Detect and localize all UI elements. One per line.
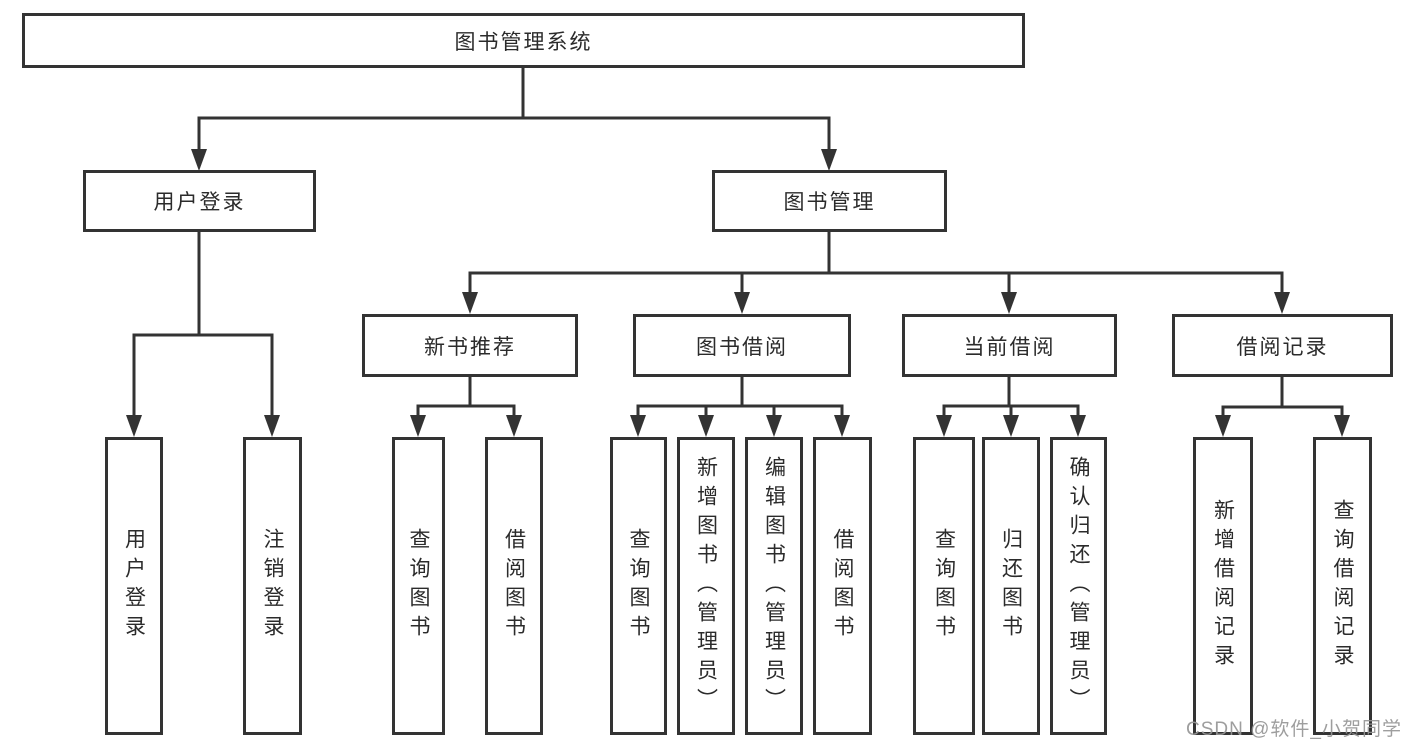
arrow-down-icon [1334,415,1350,437]
node-label: 图书管理系统 [454,30,593,54]
arrow-down-icon [462,292,478,314]
leaf-query-borrow-record: 查询借阅记录 [1313,437,1372,735]
leaf-confirm-return-admin: 确认归还（管理员） [1050,437,1107,735]
node-user-login: 用户登录 [83,170,316,232]
arrow-down-icon [821,149,837,171]
node-label: 查询借阅记录 [1331,499,1355,673]
arrow-down-icon [630,415,646,437]
arrow-down-icon [264,415,280,437]
node-library-management-system: 图书管理系统 [22,13,1025,68]
connector-current-borrowing-children [942,377,1080,419]
arrow-down-icon [1215,415,1231,437]
leaf-borrow-books: 借阅图书 [813,437,872,735]
node-label: 编辑图书（管理员） [762,455,786,717]
connector-user-login-children [132,232,274,419]
node-book-management: 图书管理 [712,170,947,232]
node-label: 新增图书（管理员） [694,455,718,717]
node-current-borrowing: 当前借阅 [902,314,1117,377]
node-new-book-recommend: 新书推荐 [362,314,578,377]
leaf-query-books-borrowing: 查询图书 [610,437,667,735]
leaf-return-books: 归还图书 [982,437,1040,735]
node-label: 查询图书 [627,528,651,644]
connector-new-book-recommend-children [416,377,516,419]
node-label: 借阅图书 [831,528,855,644]
arrow-down-icon [410,415,426,437]
node-label: 查询图书 [407,528,431,644]
leaf-borrow-books-recommend: 借阅图书 [485,437,543,735]
leaf-query-books-current: 查询图书 [913,437,975,735]
leaf-user-login: 用户登录 [105,437,163,735]
node-label: 查询图书 [932,528,956,644]
arrow-down-icon [834,415,850,437]
node-label: 用户登录 [122,528,146,644]
node-borrowing-records: 借阅记录 [1172,314,1393,377]
node-label: 确认归还（管理员） [1067,455,1091,717]
connector-book-management-children [468,232,1284,296]
leaf-add-borrow-record: 新增借阅记录 [1193,437,1253,735]
arrow-down-icon [1003,415,1019,437]
leaf-logout: 注销登录 [243,437,302,735]
connector-book-borrowing-children [636,377,844,419]
node-label: 图书借阅 [696,335,788,359]
node-label: 当前借阅 [963,335,1056,359]
node-book-borrowing: 图书借阅 [633,314,851,377]
arrow-down-icon [698,415,714,437]
arrow-down-icon [506,415,522,437]
node-label: 新增借阅记录 [1211,499,1235,673]
node-label: 用户登录 [153,191,246,214]
leaf-query-books-recommend: 查询图书 [392,437,445,735]
node-label: 借阅记录 [1236,335,1329,359]
node-label: 图书管理 [783,191,876,214]
leaf-edit-books-admin: 编辑图书（管理员） [745,437,803,735]
arrow-down-icon [936,415,952,437]
arrow-down-icon [126,415,142,437]
node-label: 注销登录 [261,528,285,644]
watermark: CSDN @软件_小贺同学 [1186,719,1402,740]
arrow-down-icon [734,292,750,314]
node-label: 新书推荐 [424,335,516,359]
leaf-add-books-admin: 新增图书（管理员） [677,437,735,735]
arrow-down-icon [191,149,207,171]
node-label: 归还图书 [999,528,1023,644]
arrow-down-icon [1070,415,1086,437]
arrow-down-icon [1274,292,1290,314]
connector-root-to-level2 [197,68,831,152]
node-label: 借阅图书 [502,528,526,644]
arrow-down-icon [766,415,782,437]
arrow-down-icon [1001,292,1017,314]
connector-borrowing-records-children [1221,377,1344,419]
